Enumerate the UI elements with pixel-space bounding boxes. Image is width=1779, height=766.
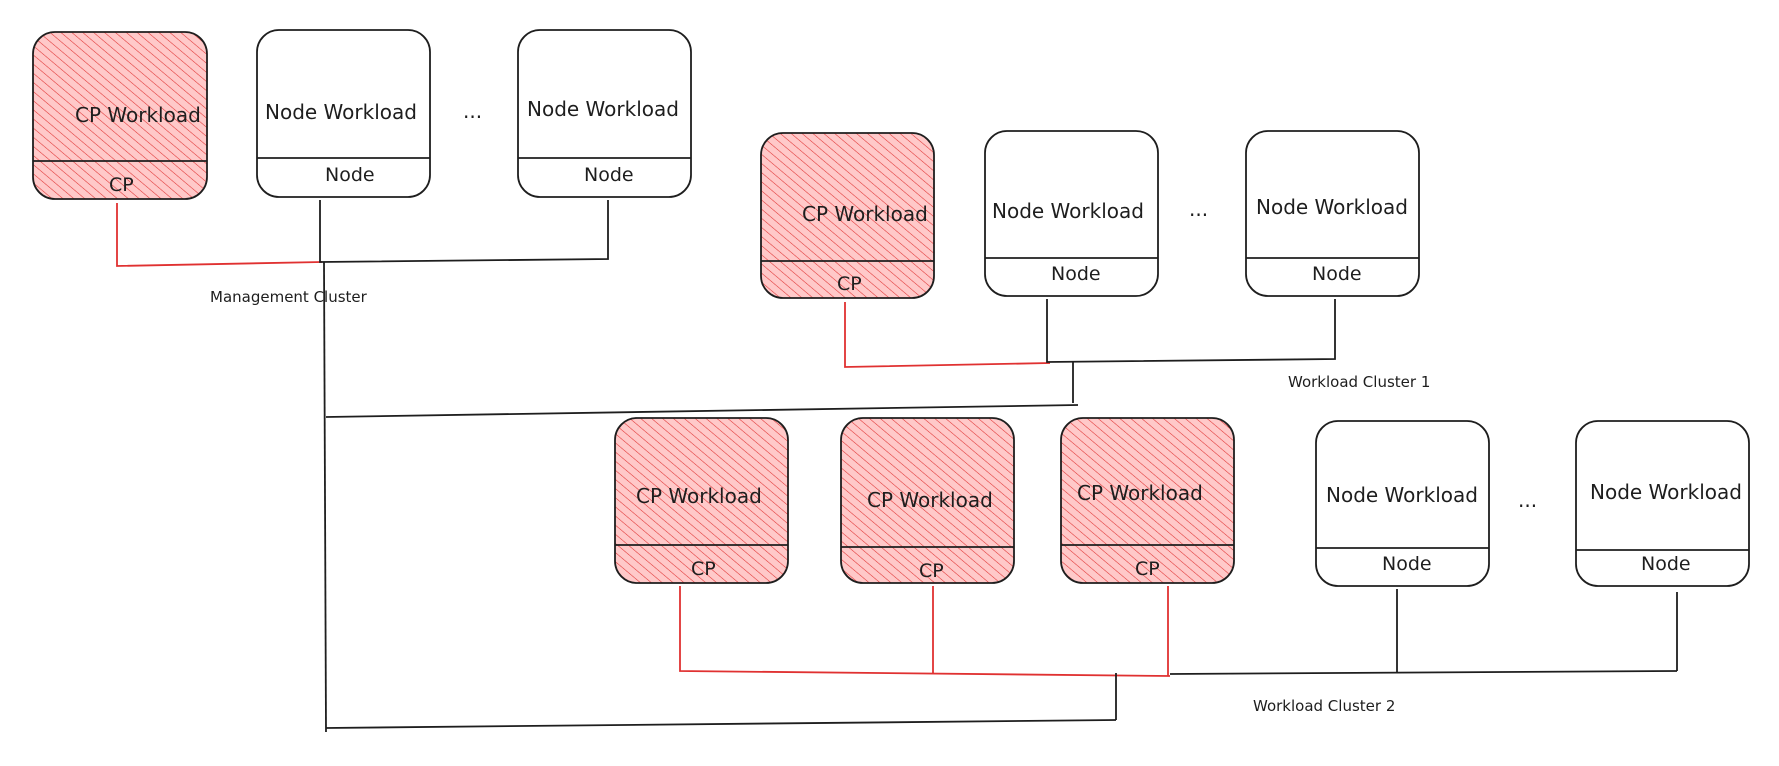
- box-role-label: Node: [1382, 553, 1432, 575]
- workload-cluster-2: CP Workload CP CP Workload CP CP Workloa…: [614, 417, 1750, 720]
- node-box: Node Workload Node: [1575, 420, 1750, 587]
- box-workload-label: CP Workload: [802, 202, 928, 226]
- box-workload-label: Node Workload: [265, 100, 417, 124]
- workload-cluster-1: CP Workload CP Node Workload Node ... No…: [760, 130, 1430, 403]
- node-box: Node Workload Node: [1245, 130, 1420, 297]
- node-connector-line: [1046, 299, 1336, 363]
- node-connector-line: [319, 200, 609, 263]
- node-box-outline: [1245, 130, 1420, 297]
- box-role-label: Node: [325, 164, 375, 186]
- node-box-outline: [517, 29, 692, 198]
- cluster-label: Workload Cluster 2: [1253, 697, 1395, 715]
- more-nodes-ellipsis: ...: [1518, 488, 1537, 512]
- box-workload-label: CP Workload: [636, 484, 762, 508]
- cluster-label: Management Cluster: [210, 288, 368, 306]
- box-workload-label: Node Workload: [1590, 480, 1742, 504]
- node-box-outline: [1575, 420, 1750, 587]
- cp-box: CP Workload CP: [760, 132, 935, 299]
- node-box: Node Workload Node: [256, 29, 431, 198]
- cp-box-outline: [32, 31, 208, 200]
- cp-box-outline: [614, 417, 789, 584]
- more-nodes-ellipsis: ...: [1189, 197, 1208, 221]
- box-role-label: CP: [837, 273, 862, 295]
- box-workload-label: Node Workload: [1256, 195, 1408, 219]
- box-workload-label: CP Workload: [1077, 481, 1203, 505]
- node-box-outline: [256, 29, 431, 198]
- cp-box: CP Workload CP: [840, 417, 1015, 584]
- node-box-outline: [984, 130, 1159, 297]
- box-role-label: CP: [691, 558, 716, 580]
- box-role-label: CP: [1135, 558, 1160, 580]
- cp-box-outline: [840, 417, 1015, 584]
- cp-connector-line: [116, 203, 323, 267]
- node-box: Node Workload Node: [1315, 420, 1490, 587]
- management-to-cluster-1-link: [325, 404, 1079, 418]
- node-box-outline: [1315, 420, 1490, 587]
- box-role-label: Node: [1641, 553, 1691, 575]
- box-role-label: CP: [109, 174, 134, 196]
- cluster-label: Workload Cluster 1: [1288, 373, 1430, 391]
- management-to-cluster-2-link: [325, 719, 1117, 729]
- box-role-label: Node: [1051, 263, 1101, 285]
- cp-box: CP Workload CP: [614, 417, 789, 584]
- cp-connector-line: [679, 586, 1171, 677]
- management-trunk-line: [323, 261, 327, 733]
- box-role-label: Node: [1312, 263, 1362, 285]
- box-role-label: CP: [919, 560, 944, 582]
- cp-box-outline: [1060, 417, 1235, 584]
- cp-box: CP Workload CP: [32, 31, 208, 200]
- cp-box-outline: [760, 132, 935, 299]
- box-workload-label: CP Workload: [75, 103, 201, 127]
- node-connector-line: [1169, 670, 1678, 675]
- management-cluster: CP Workload CP Node Workload Node ... No…: [32, 29, 692, 306]
- box-workload-label: CP Workload: [867, 488, 993, 512]
- node-box: Node Workload Node: [984, 130, 1159, 297]
- node-box: Node Workload Node: [517, 29, 692, 198]
- box-workload-label: Node Workload: [1326, 483, 1478, 507]
- box-workload-label: Node Workload: [527, 97, 679, 121]
- box-role-label: Node: [584, 164, 634, 186]
- more-nodes-ellipsis: ...: [463, 99, 482, 123]
- cp-box: CP Workload CP: [1060, 417, 1235, 584]
- box-workload-label: Node Workload: [992, 199, 1144, 223]
- cp-connector-line: [844, 302, 1051, 368]
